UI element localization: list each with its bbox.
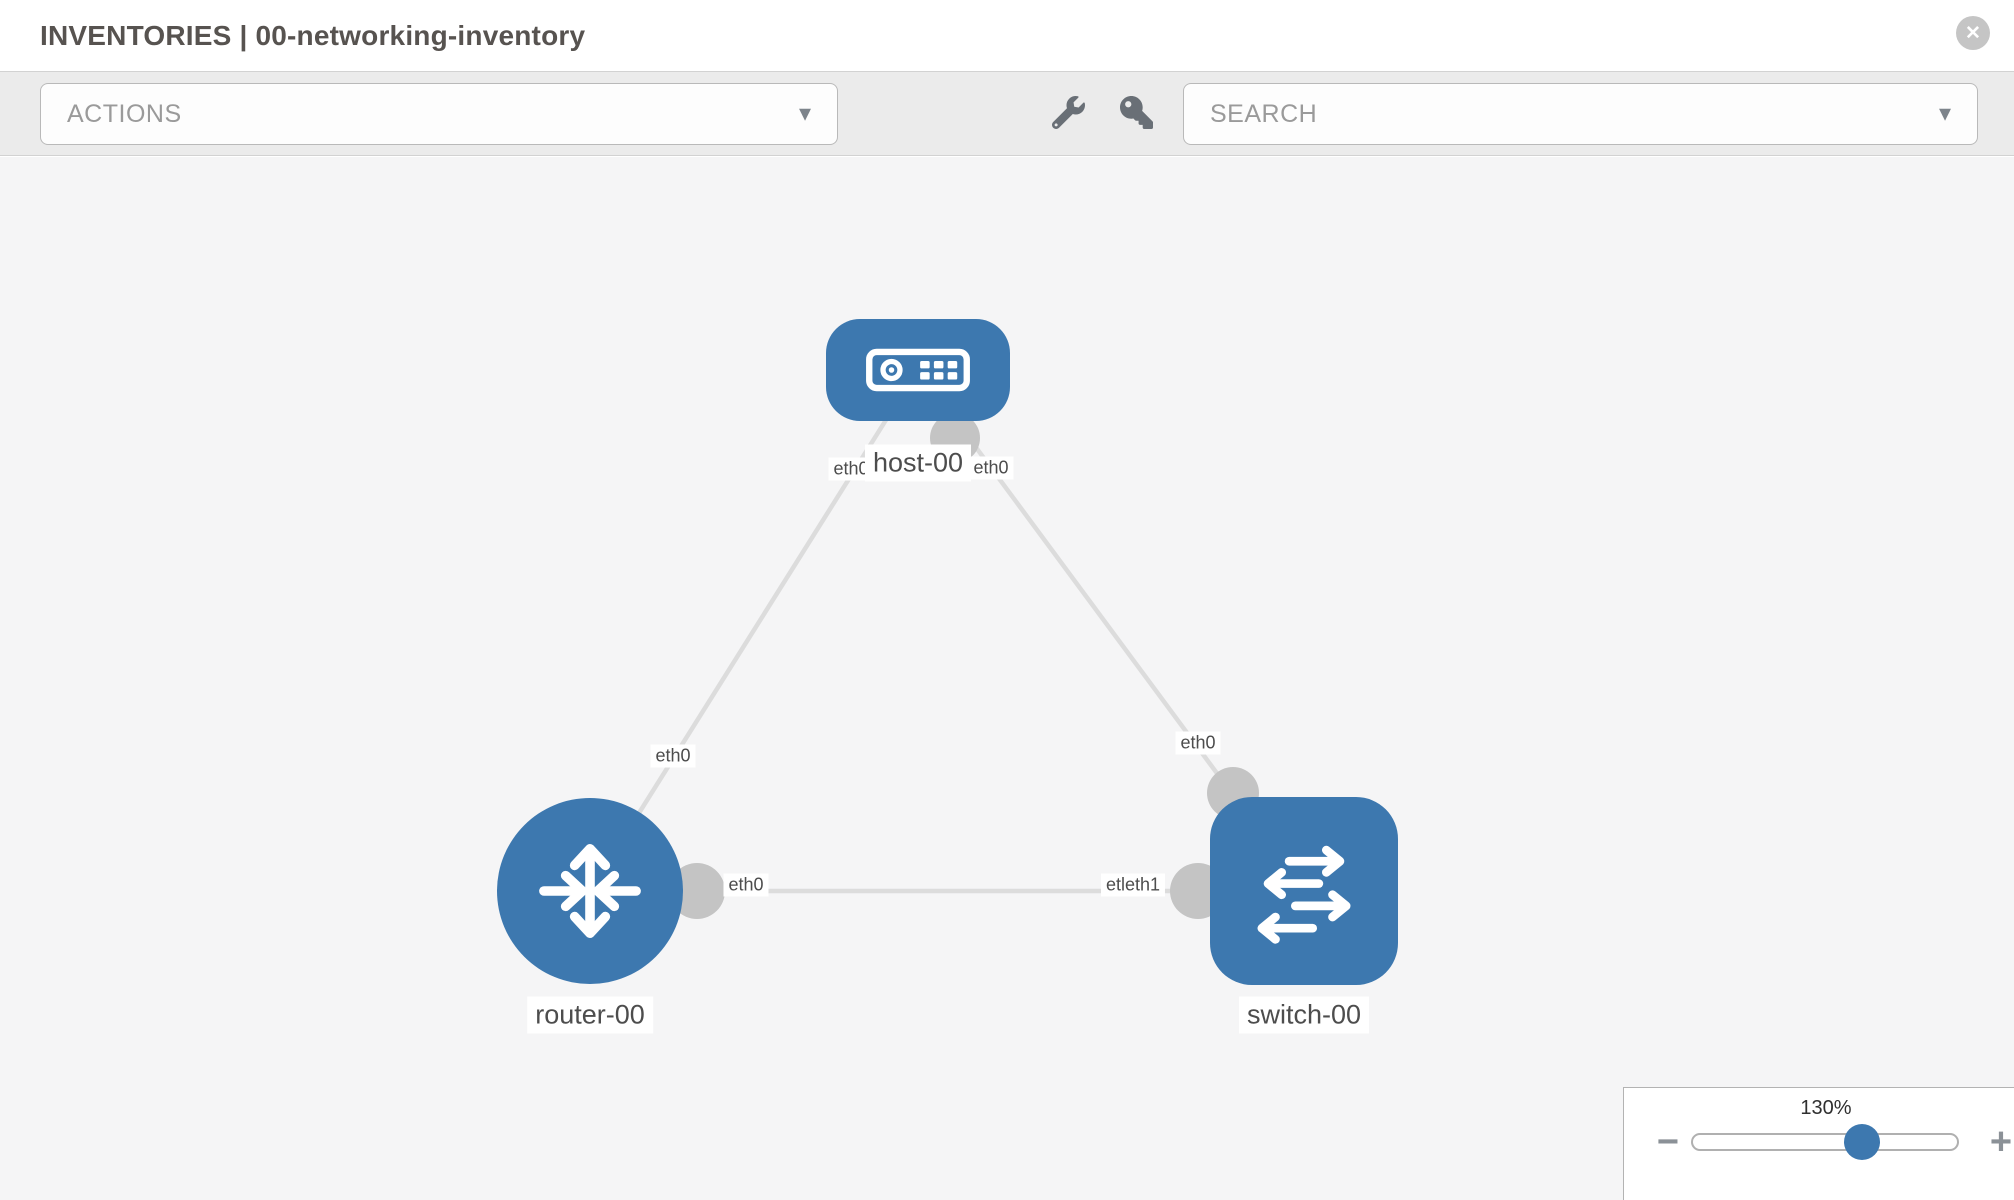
- tools-button[interactable]: [1048, 94, 1088, 134]
- port-circle: [669, 863, 725, 919]
- link-host-router[interactable]: [588, 367, 920, 893]
- header: INVENTORIES | 00-networking-inventory ✕: [0, 0, 2014, 71]
- chevron-down-icon: ▾: [1938, 100, 1951, 127]
- page-title: INVENTORIES | 00-networking-inventory: [40, 20, 586, 51]
- interface-label: eth0: [828, 457, 874, 481]
- interface-label: eth0: [1175, 731, 1221, 755]
- close-button[interactable]: ✕: [1956, 16, 1990, 50]
- minus-icon: −: [1656, 1121, 1680, 1163]
- host-icon: [866, 348, 970, 392]
- zoom-level: 130%: [1800, 1097, 1852, 1119]
- node-switch-00[interactable]: [1210, 797, 1398, 985]
- zoom-panel: 130% − +: [1623, 1087, 2014, 1200]
- interface-label: eth0: [723, 873, 769, 897]
- zoom-in-button[interactable]: +: [1979, 1118, 2014, 1166]
- node-host-00[interactable]: [826, 319, 1010, 421]
- actions-dropdown[interactable]: ACTIONS ▾: [40, 83, 838, 145]
- search-dropdown[interactable]: ▾: [1183, 83, 1978, 145]
- topology-canvas[interactable]: eth0 eth0 eth0 eth0 eth0 etleth1 host-00…: [0, 157, 2014, 1200]
- key-icon: [1119, 96, 1153, 129]
- search-input[interactable]: [1210, 99, 1939, 129]
- wrench-icon: [1051, 96, 1085, 130]
- key-button[interactable]: [1116, 94, 1156, 134]
- interface-label: etleth1: [1100, 873, 1166, 897]
- toolbar: ACTIONS ▾ ▾: [0, 71, 2014, 156]
- zoom-slider-track[interactable]: [1691, 1133, 1959, 1151]
- zoom-out-button[interactable]: −: [1646, 1118, 1690, 1166]
- node-label: router-00: [527, 996, 653, 1034]
- interface-label: eth0: [968, 456, 1014, 480]
- zoom-slider-handle[interactable]: [1844, 1124, 1880, 1160]
- router-icon: [539, 843, 641, 939]
- plus-icon: +: [1989, 1121, 2013, 1163]
- switch-icon: [1257, 845, 1351, 944]
- close-icon: ✕: [1965, 22, 1981, 44]
- chevron-down-icon: ▾: [798, 100, 811, 127]
- node-label: host-00: [864, 444, 972, 482]
- actions-dropdown-label: ACTIONS: [67, 99, 182, 128]
- node-label: switch-00: [1238, 996, 1370, 1034]
- interface-label: eth0: [650, 744, 696, 768]
- node-router-00[interactable]: [497, 798, 683, 984]
- links-layer: [588, 367, 1306, 919]
